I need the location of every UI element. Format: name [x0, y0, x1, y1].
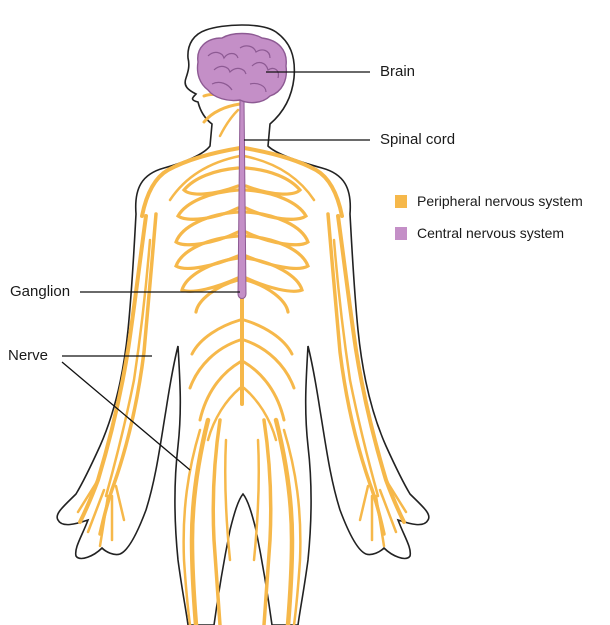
ganglion-label: Ganglion	[10, 283, 71, 300]
brain-shape	[196, 32, 288, 104]
spinal-cord	[237, 99, 247, 299]
peripheral-swatch	[395, 194, 407, 208]
brain-label: Brain	[380, 63, 416, 80]
leader-lines	[61, 71, 370, 471]
nerve-leader-line-leg	[61, 361, 191, 471]
peripheral-nerves	[76, 88, 408, 625]
legend-item-central: Central nervous system	[395, 225, 564, 241]
central-swatch	[395, 226, 407, 240]
nerve-label: Nerve	[8, 347, 49, 364]
spinal-cord-label: Spinal cord	[380, 131, 456, 148]
legend-item-peripheral: Peripheral nervous system	[395, 193, 583, 209]
legend-label-peripheral: Peripheral nervous system	[417, 193, 583, 209]
legend-label-central: Central nervous system	[417, 225, 565, 241]
